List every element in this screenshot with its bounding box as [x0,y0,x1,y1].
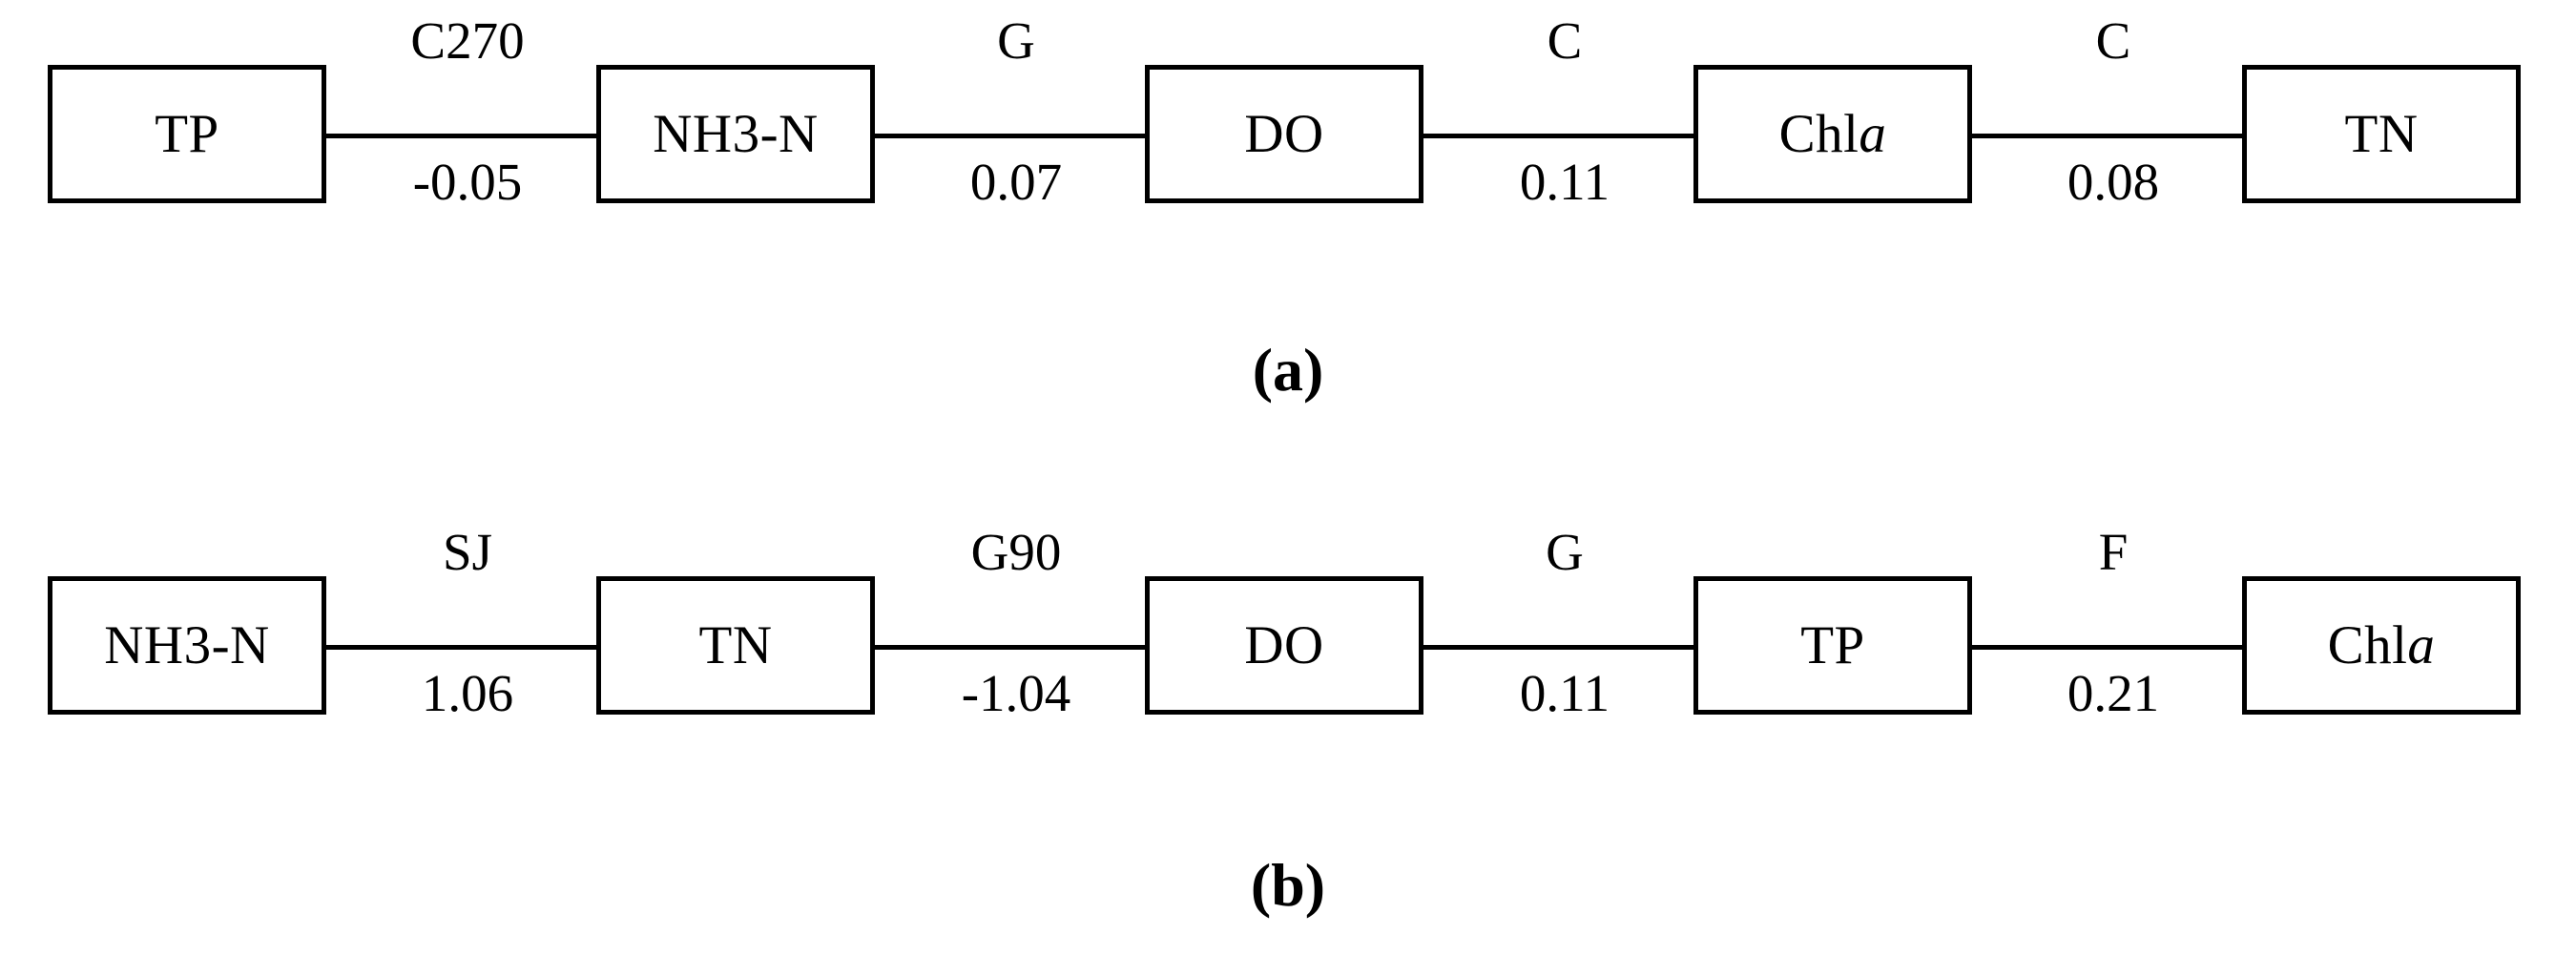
node-label: Chl [2327,615,2408,675]
node-a-do[interactable]: DO [1145,65,1423,203]
node-b-do[interactable]: DO [1145,576,1423,715]
edge-b-2-bottom-label: -1.04 [961,664,1071,722]
node-label: TN [2344,104,2419,164]
edge-a-3-top-label: C [1547,11,1583,70]
panel-caption-b: (b) [1250,851,1326,919]
link-a-2 [863,134,1169,138]
link-a-1 [315,134,620,138]
node-label: TN [698,615,773,675]
node-label-italic: a [2407,615,2436,675]
link-b-3 [1412,645,1717,650]
edge-a-4-top-label: C [2095,11,2131,70]
edge-b-1-top-label: SJ [443,523,492,581]
node-a-tn[interactable]: TN [2242,65,2521,203]
node-a-nh3n[interactable]: NH3-N [596,65,875,203]
edge-a-1-bottom-label: -0.05 [412,153,523,211]
node-b-tp[interactable]: TP [1693,576,1972,715]
panel-caption-a: (a) [1252,336,1324,404]
node-label: NH3-N [653,104,819,164]
node-label: TP [155,104,219,164]
link-a-4 [1961,134,2266,138]
node-b-nh3n[interactable]: NH3-N [48,576,326,715]
node-label: DO [1244,104,1324,164]
node-label: Chl [1778,104,1859,164]
node-b-tn[interactable]: TN [596,576,875,715]
link-b-2 [863,645,1169,650]
node-label: TP [1800,615,1865,675]
edge-b-3-top-label: G [1546,523,1584,581]
edge-b-4-bottom-label: 0.21 [2067,664,2160,722]
link-b-1 [315,645,620,650]
edge-a-2-top-label: G [997,11,1035,70]
node-label-italic: a [1859,104,1887,164]
edge-a-2-bottom-label: 0.07 [969,153,1063,211]
edge-b-1-bottom-label: 1.06 [421,664,514,722]
edge-b-3-bottom-label: 0.11 [1519,664,1610,722]
link-b-4 [1961,645,2266,650]
edge-a-4-bottom-label: 0.08 [2067,153,2160,211]
node-label: NH3-N [104,615,270,675]
node-label: DO [1244,615,1324,675]
edge-a-3-bottom-label: 0.11 [1519,153,1610,211]
edge-b-4-top-label: F [2098,523,2129,581]
node-a-tp[interactable]: TP [48,65,326,203]
edge-b-2-top-label: G90 [970,523,1062,581]
edge-a-1-top-label: C270 [410,11,525,70]
link-a-3 [1412,134,1717,138]
